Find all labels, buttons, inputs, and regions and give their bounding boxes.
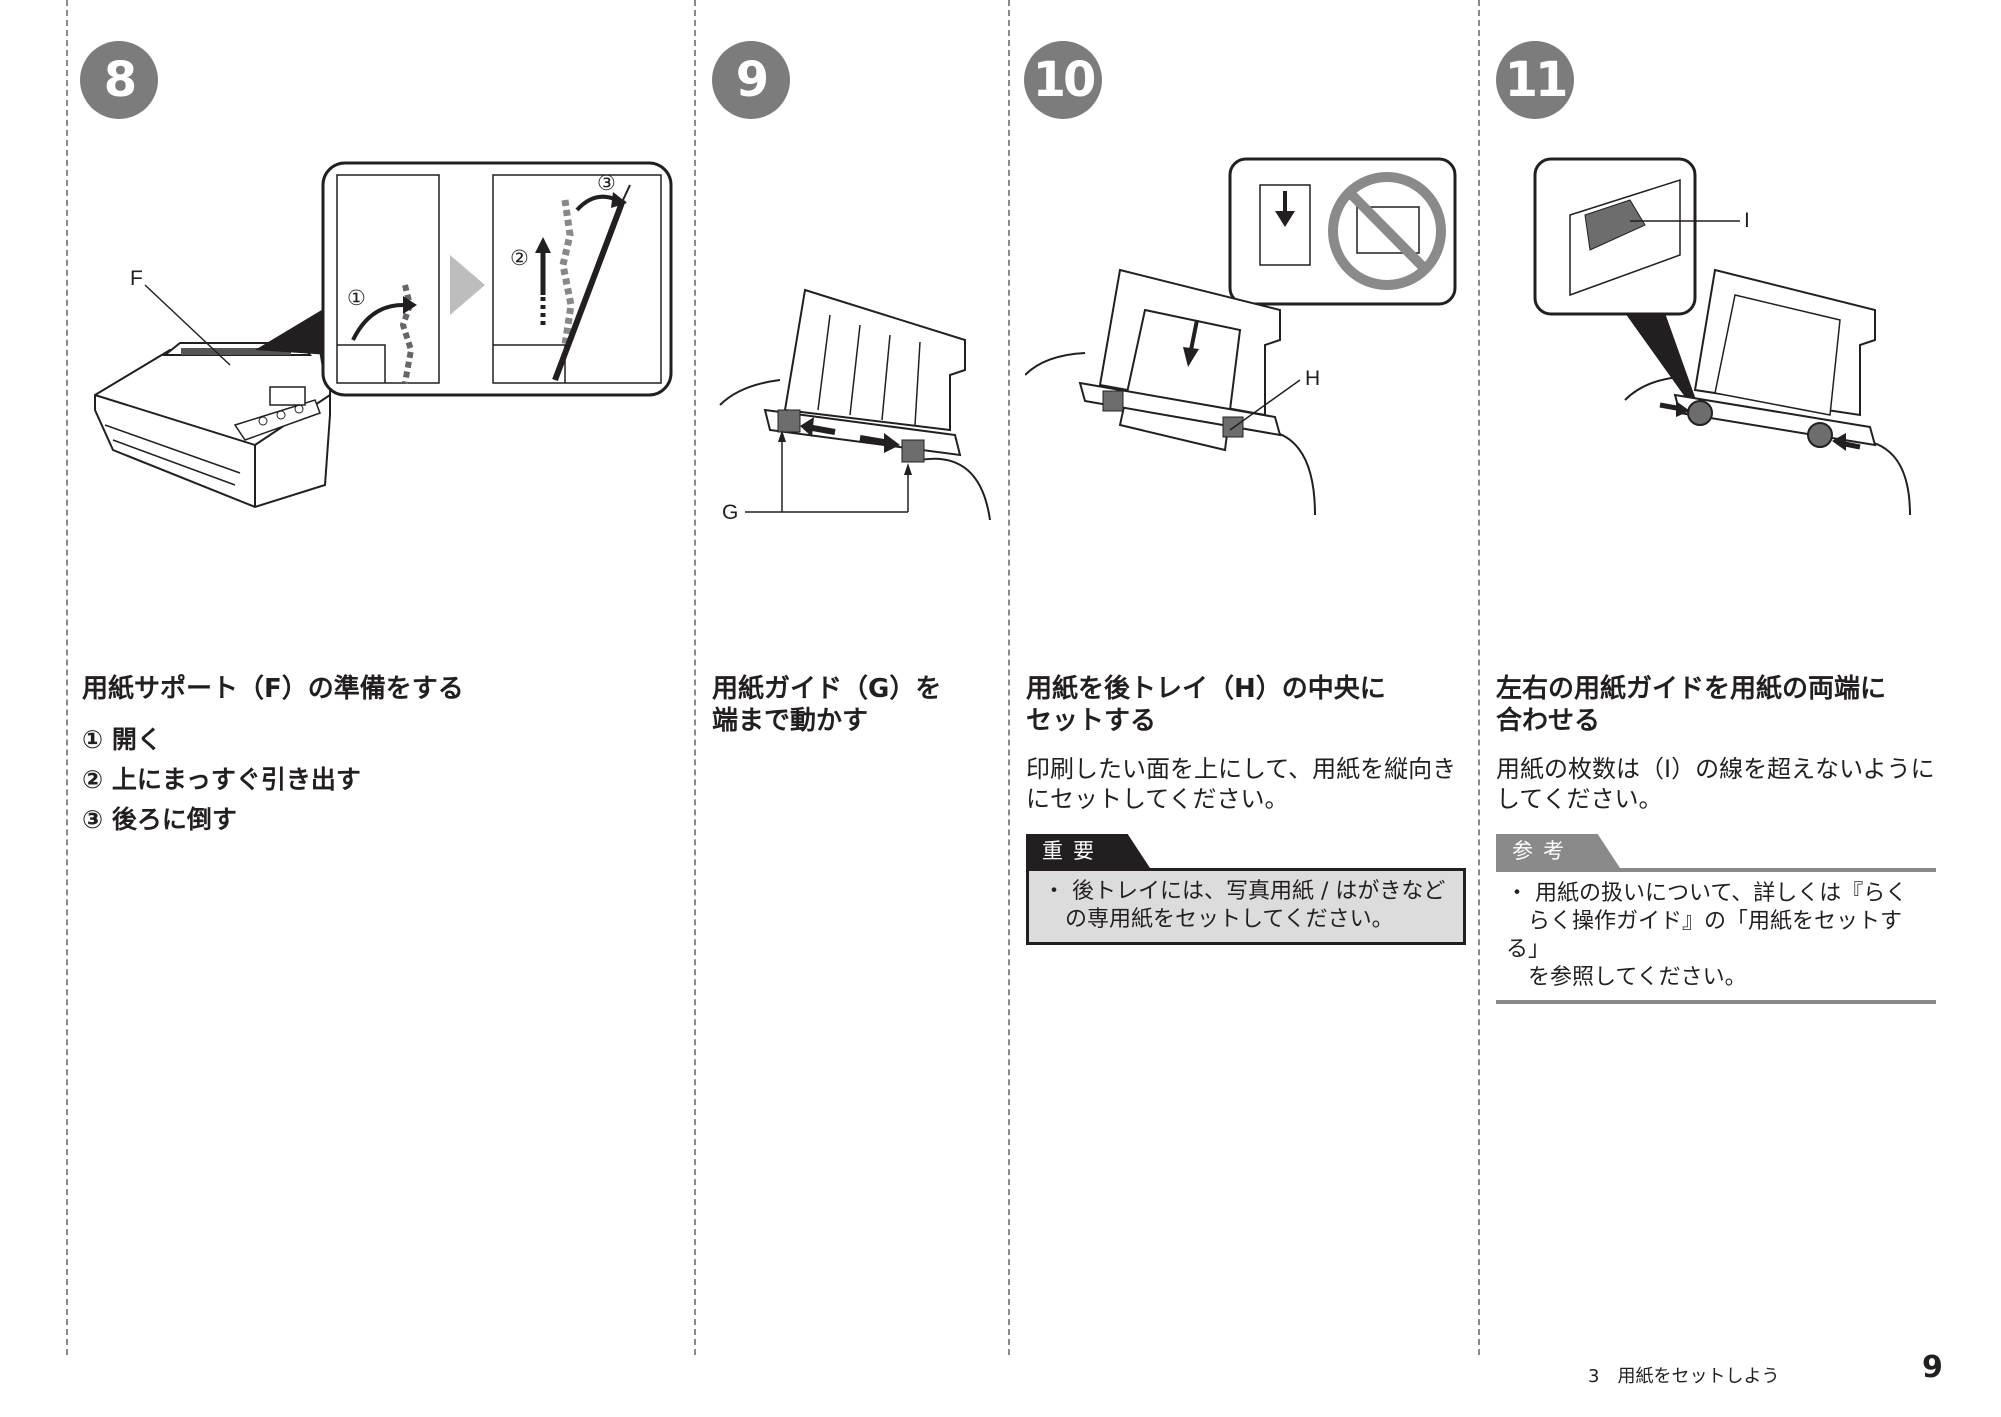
note-line: を参照してください。 — [1506, 965, 1747, 990]
step-heading: 用紙を後トレイ（H）の中央に セットする — [1026, 673, 1386, 737]
column-divider — [66, 0, 68, 1355]
heading-line: 用紙サポート（F）の準備をする — [82, 674, 464, 704]
page-number: 9 — [1922, 1350, 1943, 1385]
column-divider — [1008, 0, 1010, 1355]
heading-line: セットする — [1026, 706, 1157, 736]
important-label: 重要 — [1026, 834, 1150, 868]
substep-item: ③ 後ろに倒す — [82, 805, 237, 834]
reference-box: ・ 用紙の扱いについて、詳しくは『らく らく操作ガイド』の「用紙をセットする」 … — [1496, 868, 1936, 1004]
rear-tray-illustration: H — [1025, 155, 1465, 525]
heading-line: 用紙ガイド（G）を — [712, 674, 942, 704]
reference-note: 参考 ・ 用紙の扱いについて、詳しくは『らく らく操作ガイド』の「用紙をセットす… — [1496, 834, 1936, 1004]
note-line: らく操作ガイド』の「用紙をセットする」 — [1506, 909, 1903, 962]
important-note: 重要 ・ 後トレイには、写真用紙 / はがきなど の専用紙をセットしてください。 — [1026, 834, 1466, 945]
heading-line: 左右の用紙ガイドを用紙の両端に — [1496, 674, 1887, 704]
description-line: してください。 — [1496, 785, 1663, 813]
footer-section-title: 3 用紙をセットしよう — [1588, 1366, 1780, 1387]
step-number: 8 — [80, 41, 158, 119]
note-line: ・ 用紙の扱いについて、詳しくは『らく — [1506, 881, 1908, 906]
important-text: ・ 後トレイには、写真用紙 / はがきなど の専用紙をセットしてください。 — [1043, 878, 1449, 934]
substep-item: ② 上にまっすぐ引き出す — [82, 765, 361, 794]
callout-circle-3: ③ — [597, 172, 616, 195]
substep-item: ① 開く — [82, 725, 162, 754]
description-line: 印刷したい面を上にして、用紙を縦向き — [1026, 755, 1457, 783]
note-line: の専用紙をセットしてください。 — [1043, 907, 1394, 932]
reference-text: ・ 用紙の扱いについて、詳しくは『らく らく操作ガイド』の「用紙をセットする」 … — [1506, 880, 1926, 992]
callout-i: I — [1744, 209, 1750, 232]
step-description: 用紙の枚数は（I）の線を超えないように してください。 — [1496, 754, 1935, 814]
column-divider — [694, 0, 696, 1355]
step-number: 10 — [1024, 41, 1102, 119]
paper-support-illustration: F ① ② ③ — [85, 155, 685, 525]
description-line: にセットしてください。 — [1026, 785, 1289, 813]
reference-label: 参考 — [1496, 834, 1620, 868]
paper-guide-illustration: G — [710, 280, 1000, 530]
description-line: 用紙の枚数は（I）の線を超えないように — [1496, 755, 1935, 783]
step-number: 9 — [712, 41, 790, 119]
callout-g: G — [722, 501, 738, 524]
step-number: 11 — [1496, 41, 1574, 119]
note-line: ・ 後トレイには、写真用紙 / はがきなど — [1043, 879, 1446, 904]
step-heading: 用紙サポート（F）の準備をする — [82, 673, 464, 705]
step-heading: 左右の用紙ガイドを用紙の両端に 合わせる — [1496, 673, 1886, 737]
callout-h: H — [1305, 367, 1320, 390]
step-description: 印刷したい面を上にして、用紙を縦向き にセットしてください。 — [1026, 754, 1456, 814]
heading-line: 合わせる — [1496, 706, 1601, 736]
align-guides-illustration: I — [1530, 155, 1970, 525]
heading-line: 用紙を後トレイ（H）の中央に — [1026, 674, 1386, 704]
step-heading: 用紙ガイド（G）を 端まで動かす — [712, 673, 941, 737]
callout-circle-1: ① — [347, 287, 366, 310]
callout-circle-2: ② — [510, 247, 529, 270]
important-box: ・ 後トレイには、写真用紙 / はがきなど の専用紙をセットしてください。 — [1026, 868, 1466, 945]
substep-list: ① 開く ② 上にまっすぐ引き出す ③ 後ろに倒す — [82, 720, 361, 840]
callout-f: F — [130, 267, 143, 290]
column-divider — [1478, 0, 1480, 1355]
heading-line: 端まで動かす — [712, 706, 869, 736]
